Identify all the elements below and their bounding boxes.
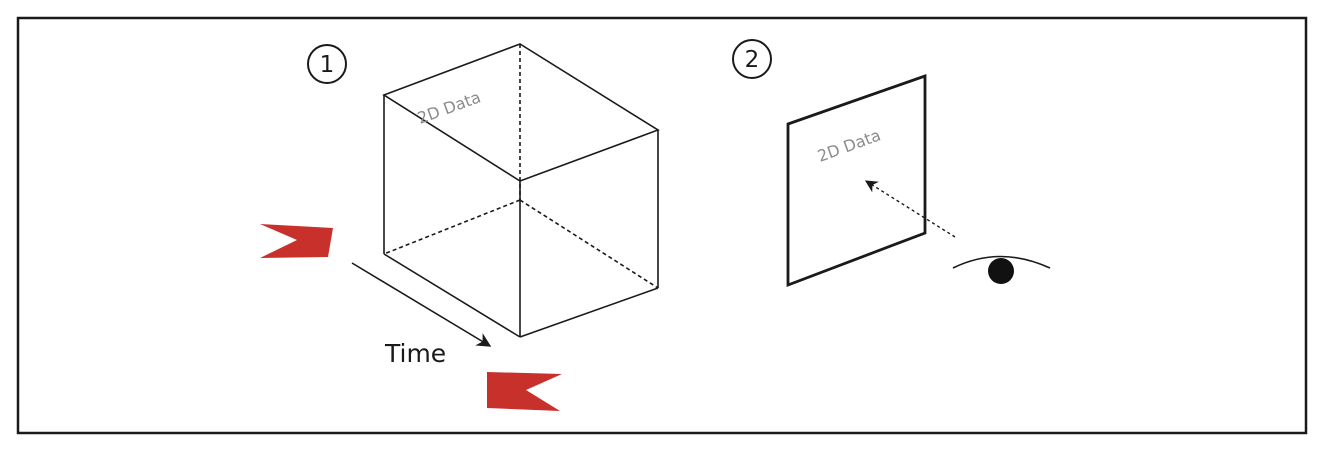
panel-1: 1 2D Data Time	[260, 43, 660, 411]
eye-icon	[952, 255, 1051, 284]
step-marker-2: 2	[732, 39, 772, 79]
time-axis-label: Time	[384, 339, 446, 368]
panel-2: 2 2D Data	[732, 39, 1051, 288]
step-number-1: 1	[320, 52, 335, 78]
cube-face-label: 2D Data	[415, 87, 483, 127]
time-arrow-icon	[351, 262, 492, 347]
figure-frame	[16, 16, 1308, 435]
red-chevron-arrow-icon-left	[260, 224, 333, 258]
plane-face-label: 2D Data	[815, 125, 883, 165]
step-marker-1: 1	[307, 44, 347, 84]
data-plane	[786, 74, 927, 288]
data-cube: 2D Data	[382, 43, 660, 338]
step-number-2: 2	[745, 47, 760, 73]
dotted-arrow-icon	[864, 180, 956, 238]
cube-visible-edges	[382, 43, 660, 338]
red-chevron-arrow-icon-bottom	[487, 372, 562, 411]
cube-hidden-edges	[383, 44, 659, 289]
